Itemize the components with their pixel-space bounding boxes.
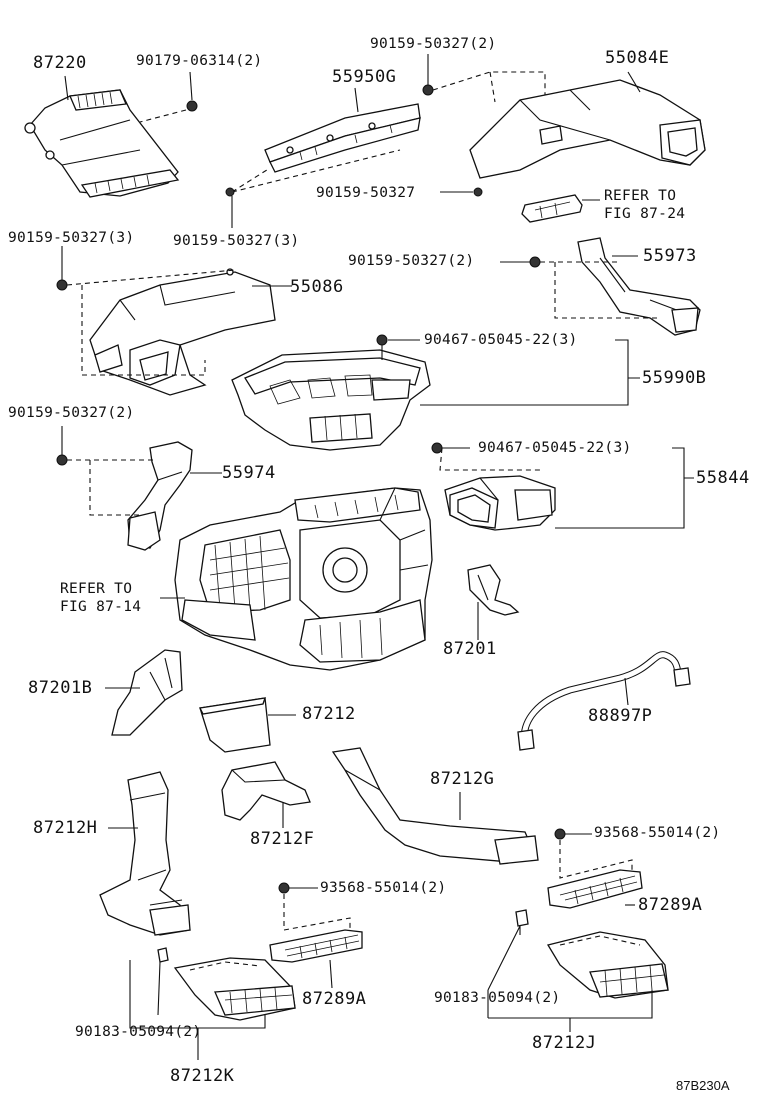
label-88897P: 88897P [588, 706, 653, 726]
part-87201B-drawing [111, 649, 183, 736]
label-87201B: 87201B [28, 678, 93, 698]
label-93568-55014-center: 93568-55014(2) [320, 880, 447, 896]
screw-55086-icon [56, 279, 68, 291]
part-87289A-center-drawing [269, 929, 363, 963]
label-90159-50327-2-left: 90159-50327(2) [8, 405, 135, 421]
label-55990B: 55990B [642, 368, 707, 388]
label-87289A-center: 87289A [302, 989, 367, 1009]
label-90179-06314: 90179-06314(2) [136, 53, 263, 69]
screw-87289A-right-icon [554, 828, 566, 840]
label-87212K: 87212K [170, 1066, 235, 1086]
label-90159-50327-2-right: 90159-50327(2) [348, 253, 475, 269]
label-90467-05045-22-upper: 90467-05045-22(3) [424, 332, 578, 348]
part-87201-drawing [467, 564, 520, 616]
label-87212F: 87212F [250, 829, 315, 849]
clip-55990B-icon [376, 334, 388, 346]
part-88897P-drawing [517, 651, 691, 751]
part-55084E-drawing [469, 79, 706, 179]
part-55990B-drawing [231, 349, 431, 451]
label-refer-fig-87-24: REFER TO FIG 87-24 [604, 188, 686, 222]
label-90467-05045-22-lower: 90467-05045-22(3) [478, 440, 632, 456]
part-87289A-right-drawing [547, 869, 643, 909]
label-87212: 87212 [302, 704, 356, 724]
label-90159-50327-2-top: 90159-50327(2) [370, 36, 497, 52]
label-55973: 55973 [643, 246, 697, 266]
label-87289A-right: 87289A [638, 895, 703, 915]
connector-fig-87-24-drawing [521, 194, 583, 223]
label-90183-05094-left: 90183-05094(2) [75, 1024, 202, 1040]
hvac-unit-drawing [174, 487, 433, 671]
screw-55084E-icon [422, 84, 434, 96]
label-90183-05094-right: 90183-05094(2) [434, 990, 561, 1006]
part-87212H-drawing [99, 771, 191, 936]
label-93568-55014-right: 93568-55014(2) [594, 825, 721, 841]
label-refer-fig-87-14: REFER TO FIG 87-14 [60, 581, 142, 615]
screw-87289A-center-icon [278, 882, 290, 894]
clip-55844-icon [431, 442, 443, 454]
label-87212G: 87212G [430, 769, 495, 789]
screw-55974-icon [56, 454, 68, 466]
screw-mid-icon [473, 187, 483, 197]
label-87220: 87220 [33, 53, 87, 73]
label-87212H: 87212H [33, 818, 98, 838]
label-90159-50327-3-left: 90159-50327(3) [8, 230, 135, 246]
part-55844-drawing [444, 475, 556, 531]
clip-87212K-icon [157, 947, 169, 963]
part-55974-drawing [127, 441, 193, 551]
label-55084E: 55084E [605, 48, 670, 68]
label-55086: 55086 [290, 277, 344, 297]
clip-87212J-icon [515, 909, 529, 927]
part-87212G-drawing [331, 747, 539, 865]
part-87212F-drawing [221, 761, 311, 821]
part-87220-duct-drawing [24, 89, 180, 198]
part-87212K-drawing [173, 957, 296, 1021]
clip-90179-icon [186, 100, 198, 112]
part-55973-drawing [577, 237, 701, 336]
label-55974: 55974 [222, 463, 276, 483]
part-87212J-drawing [546, 931, 669, 999]
part-55950G-drawing [264, 103, 421, 173]
label-87212J: 87212J [532, 1033, 597, 1053]
label-55844: 55844 [696, 468, 750, 488]
screw-55973-icon [529, 256, 541, 268]
label-55950G: 55950G [332, 67, 397, 87]
label-87201: 87201 [443, 639, 497, 659]
screw-55950G-icon [225, 187, 235, 197]
label-90159-50327-mid: 90159-50327 [316, 185, 416, 201]
figure-code: 87B230A [676, 1078, 730, 1093]
label-90159-50327-3-center: 90159-50327(3) [173, 233, 300, 249]
part-87212-drawing [199, 697, 271, 753]
